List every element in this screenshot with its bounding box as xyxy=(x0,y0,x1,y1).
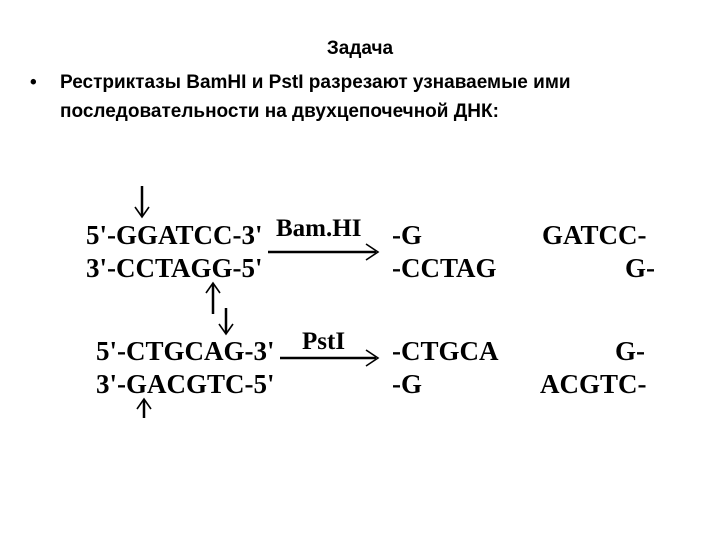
bamhi-right-top-fragment: GATCC- xyxy=(542,220,647,250)
bamhi-bottom-strand: 3'-CCTAGG-5' xyxy=(86,253,263,283)
slide-title: Задача xyxy=(326,38,394,59)
bamhi-top-strand: 5'-GGATCC-3' xyxy=(86,220,263,250)
bamhi-left-bottom-fragment: -CCTAG xyxy=(392,253,497,283)
bamhi-enzyme-label: Bam.HI xyxy=(276,215,361,242)
psti-right-bottom-fragment: ACGTC- xyxy=(540,369,647,399)
psti-left-top-fragment: -CTGCA xyxy=(392,336,499,366)
psti-bottom-cut-arrow-icon xyxy=(136,397,152,418)
psti-top-strand: 5'-CTGCAG-3' xyxy=(96,336,275,366)
bamhi-block: 5'-GGATCC-3' 3'-CCTAGG-5' Bam.HI -G -CCT… xyxy=(86,186,655,314)
bamhi-left-top-fragment: -G xyxy=(392,220,422,250)
bullet-text: Рестриктазы BamHI и PstI разрезают узнав… xyxy=(60,72,571,122)
bamhi-bottom-cut-arrow-icon xyxy=(205,281,221,314)
psti-enzyme-label: PstI xyxy=(302,328,345,355)
psti-left-bottom-fragment: -G xyxy=(392,369,422,399)
bamhi-top-cut-arrow-icon xyxy=(134,186,150,219)
psti-top-cut-arrow-icon xyxy=(218,308,234,336)
bamhi-right-bottom-fragment: G- xyxy=(625,253,655,283)
psti-bottom-strand: 3'-GACGTC-5' xyxy=(96,369,275,399)
bamhi-reaction-arrow-icon xyxy=(268,243,380,261)
bullet-icon: • xyxy=(30,72,37,93)
psti-reaction-arrow-icon xyxy=(280,349,380,367)
psti-right-top-fragment: G- xyxy=(615,336,645,366)
psti-block: 5'-CTGCAG-3' 3'-GACGTC-5' PstI -CTGCA -G… xyxy=(96,308,647,418)
